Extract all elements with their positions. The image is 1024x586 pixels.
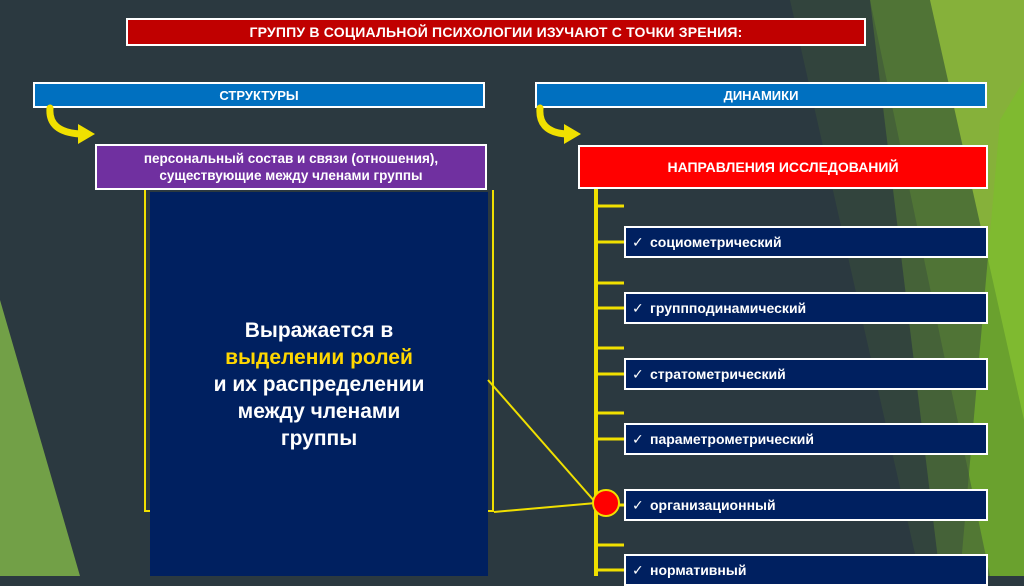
research-item: ✓ параметрометрический bbox=[624, 423, 988, 455]
structure-heading: СТРУКТУРЫ bbox=[33, 82, 485, 108]
check-icon: ✓ bbox=[632, 365, 644, 382]
role-line5: группы bbox=[280, 426, 358, 450]
research-item: ✓ группподинамический bbox=[624, 292, 988, 324]
role-line2: выделении ролей bbox=[225, 345, 413, 369]
role-distribution-box: Выражается в выделении ролей и их распре… bbox=[150, 192, 488, 576]
research-item-label: организационный bbox=[650, 497, 776, 513]
research-directions-text: НАПРАВЛЕНИЯ ИССЛЕДОВАНИЙ bbox=[667, 159, 899, 175]
title-text: ГРУППУ В СОЦИАЛЬНОЙ ПСИХОЛОГИИ ИЗУЧАЮТ С… bbox=[249, 24, 743, 40]
research-item-label: социометрический bbox=[650, 234, 782, 250]
research-item-label: нормативный bbox=[650, 562, 747, 578]
research-item-label: параметрометрический bbox=[650, 431, 815, 447]
role-line1: Выражается в bbox=[244, 318, 394, 342]
structure-description-line2: существующие между членами группы bbox=[159, 168, 423, 183]
dynamics-heading: ДИНАМИКИ bbox=[535, 82, 987, 108]
dynamics-heading-text: ДИНАМИКИ bbox=[723, 87, 799, 103]
research-directions-heading: НАПРАВЛЕНИЯ ИССЛЕДОВАНИЙ bbox=[578, 145, 988, 189]
check-icon: ✓ bbox=[632, 299, 644, 316]
research-item: ✓ стратометрический bbox=[624, 358, 988, 390]
structure-description-line1: персональный состав и связи (отношения), bbox=[143, 151, 439, 166]
title-bar: ГРУППУ В СОЦИАЛЬНОЙ ПСИХОЛОГИИ ИЗУЧАЮТ С… bbox=[126, 18, 866, 46]
role-line3: и их распределении bbox=[213, 372, 425, 396]
check-icon: ✓ bbox=[632, 233, 644, 250]
research-item-label: стратометрический bbox=[650, 366, 786, 382]
structure-description: персональный состав и связи (отношения),… bbox=[95, 144, 487, 190]
research-item: ✓ нормативный bbox=[624, 554, 988, 586]
role-line4: между членами bbox=[237, 399, 401, 423]
structure-heading-text: СТРУКТУРЫ bbox=[219, 87, 299, 103]
check-icon: ✓ bbox=[632, 496, 644, 513]
check-icon: ✓ bbox=[632, 430, 644, 447]
research-item: ✓ социометрический bbox=[624, 226, 988, 258]
check-icon: ✓ bbox=[632, 561, 644, 578]
research-item: ✓ организационный bbox=[624, 489, 988, 521]
green-stripe-left bbox=[0, 300, 80, 576]
research-item-label: группподинамический bbox=[650, 300, 807, 316]
